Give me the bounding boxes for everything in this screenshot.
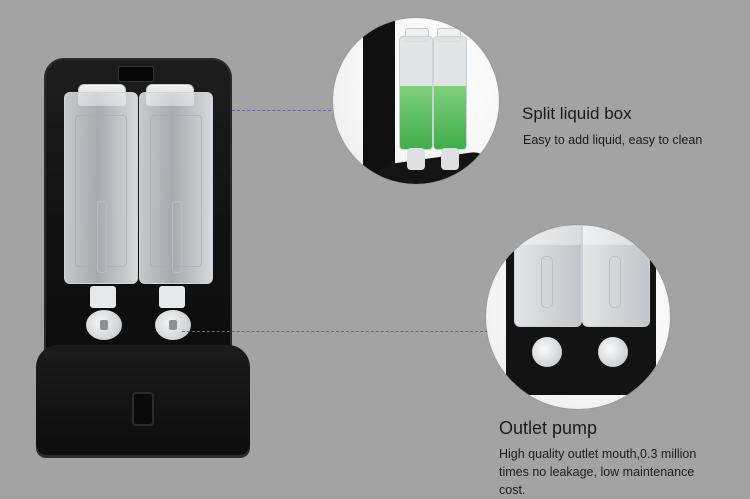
callout-circle-outlet-pump xyxy=(486,225,670,409)
liquid-box-title: Split liquid box xyxy=(522,104,632,123)
liquid-box-description: Easy to add liquid, easy to clean xyxy=(523,133,703,147)
liquid-bottle-right xyxy=(139,92,213,284)
outlet-pump-description: High quality outlet mouth,0.3 million ti… xyxy=(499,445,739,499)
outlet-pump-description-line: times no leakage, low maintenance xyxy=(499,465,695,479)
pump-neck-left xyxy=(90,286,116,308)
outlet-pump-description-line: cost. xyxy=(499,483,526,497)
connector-line-liquid-box xyxy=(232,110,336,111)
callout-circle-liquid-box xyxy=(333,18,499,184)
top-clip xyxy=(118,66,154,82)
pump-neck-right xyxy=(159,286,185,308)
lock-keyhole xyxy=(132,392,154,426)
liquid-bottle-left xyxy=(64,92,138,284)
outlet-pump-description-line: High quality outlet mouth,0.3 million xyxy=(499,447,697,461)
outlet-pump-left xyxy=(86,310,122,340)
outlet-pump-right xyxy=(155,310,191,340)
outlet-pump-title: Outlet pump xyxy=(499,418,598,438)
connector-line-outlet-pump xyxy=(182,331,488,332)
